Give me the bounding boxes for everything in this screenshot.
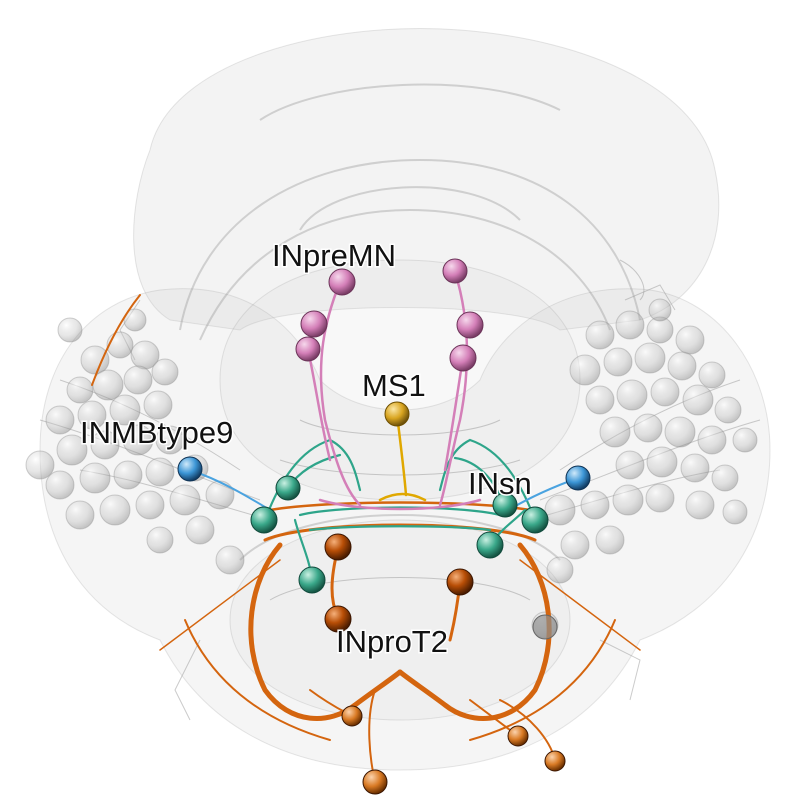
insn-soma <box>476 531 504 559</box>
context-soma <box>532 614 558 640</box>
label-inpremn: INpreMN <box>272 238 396 273</box>
label-ms1: MS1 <box>362 368 426 403</box>
label-inprot2: INproT2 <box>336 624 448 659</box>
label-insn: INsn <box>468 466 532 501</box>
inpremn-soma <box>449 344 477 372</box>
inprot2-somata <box>324 533 566 795</box>
inprot2-soma <box>446 568 474 596</box>
mesh-contour-lines <box>179 83 641 561</box>
context-somata-right <box>531 298 758 639</box>
inprot2-soma <box>324 605 352 633</box>
inprot2-soma <box>544 750 566 772</box>
insn-soma <box>275 475 301 501</box>
inpremn-soma <box>295 336 321 362</box>
context-somata-left <box>25 308 245 575</box>
insn-soma <box>250 506 278 534</box>
inprot2-soma <box>341 705 363 727</box>
ms1-soma <box>384 401 410 427</box>
inpremn-soma <box>442 258 468 284</box>
inmbtype9-soma <box>177 456 203 482</box>
inpremn-somata <box>295 258 484 372</box>
insn-soma <box>492 492 518 518</box>
inpremn-soma <box>328 268 356 296</box>
insn-soma <box>298 566 326 594</box>
cell-type-labels: INpreMN MS1 INMBtype9 INsn INproT2 <box>79 237 534 661</box>
insn-soma <box>521 506 549 534</box>
inpremn-soma <box>300 310 328 338</box>
insn-somata <box>250 475 549 594</box>
inmbtype9-soma <box>565 465 591 491</box>
inprot2-soma <box>362 769 388 795</box>
inmbtype9-somata <box>177 456 591 491</box>
inprot2-soma <box>507 725 529 747</box>
inpremn-soma <box>456 311 484 339</box>
inprot2-soma <box>324 533 352 561</box>
inpremn-neurites <box>306 270 482 511</box>
label-inmbtype9: INMBtype9 <box>80 415 233 450</box>
